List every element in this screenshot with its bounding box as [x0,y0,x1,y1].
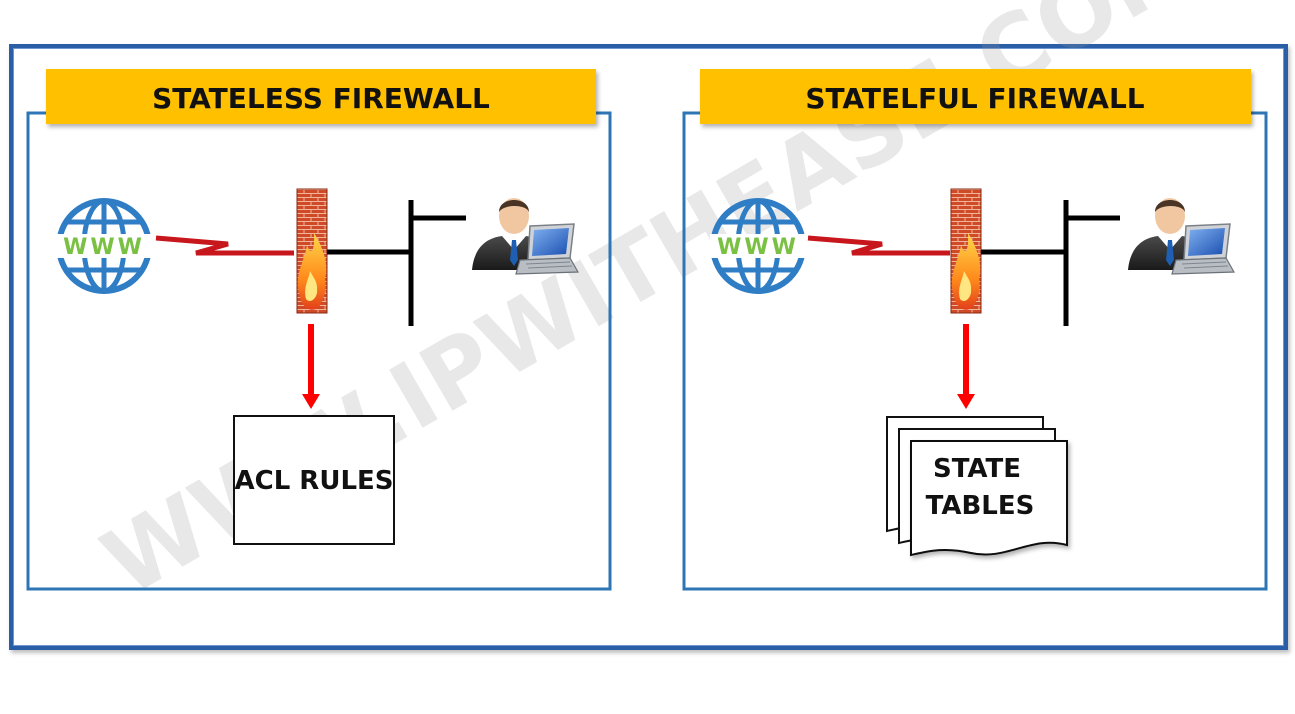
acl-rules-label: ACL RULES [234,466,393,496]
user-laptop-icon [471,197,579,275]
www-label: WWW [63,235,145,260]
state-label: STATE [933,454,1021,484]
title-bar [700,69,1251,124]
firewall-icon [296,188,328,314]
tables-label: TABLES [926,491,1035,521]
firewall-icon [950,188,982,314]
www-globe-icon: WWW [710,201,806,291]
wan-link-icon [155,235,294,256]
panel-title: STATELFUL FIREWALL [805,82,1144,115]
www-globe-icon: WWW [56,201,152,291]
acl-rules-box [233,415,395,545]
panel-title: STATELESS FIREWALL [152,82,490,115]
www-label: WWW [717,235,799,260]
wan-link-icon [807,235,950,256]
outer-frame [9,44,1288,650]
panel-stateful: STATELFUL FIREWALL WWW STATE TABLES [682,69,1268,591]
user-laptop-icon [1127,197,1235,275]
title-bar [46,69,596,124]
panel-stateless: STATELESS FIREWALL WWW ACL RULES [26,69,612,591]
state-tables-stack [886,416,1068,556]
